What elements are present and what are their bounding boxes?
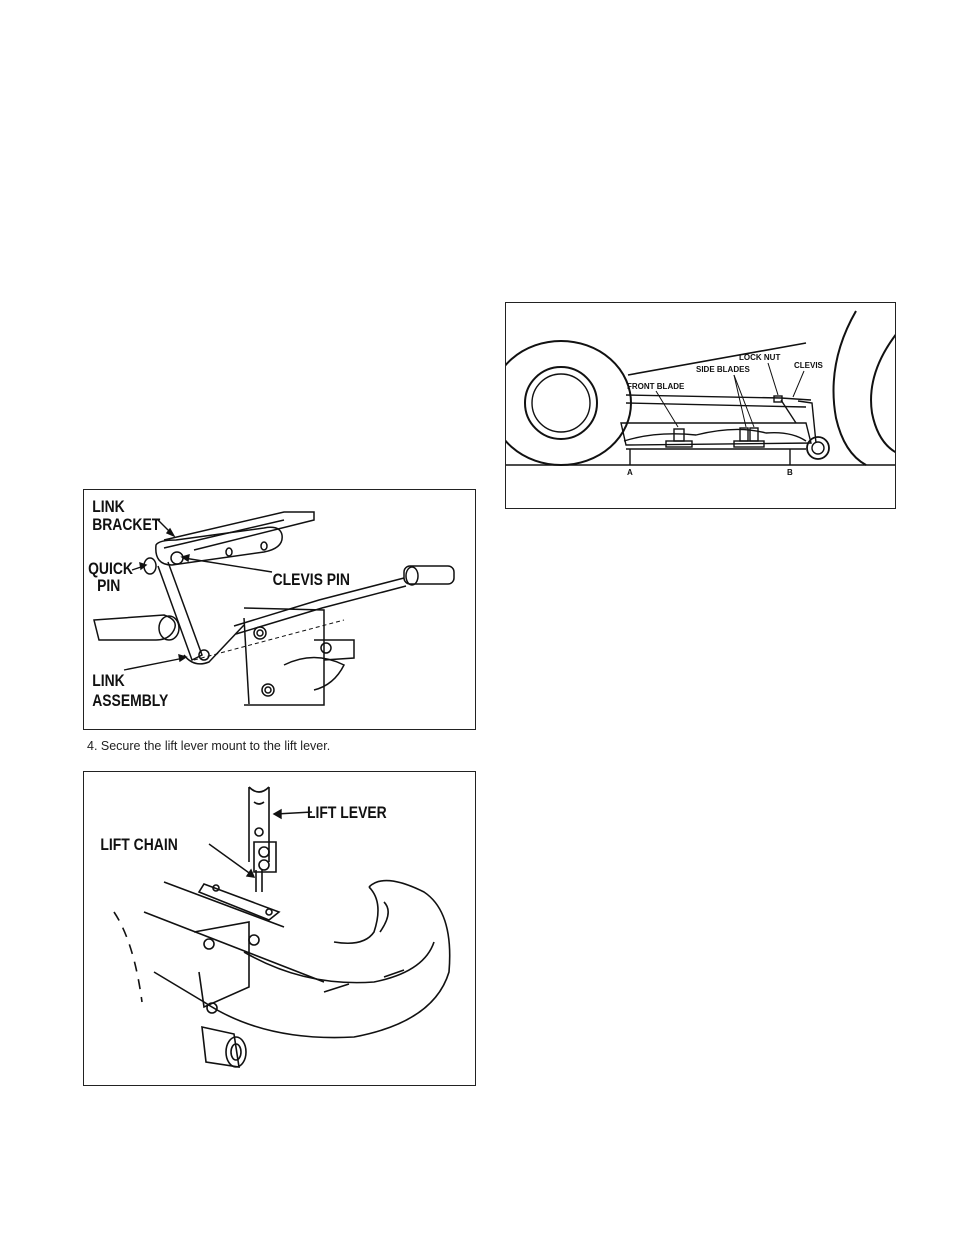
link-assembly-label-line1: LINK (92, 672, 125, 691)
deck-side-view-drawing: LOCK NUT CLEVIS SIDE BLADES FRONT BLADE … (506, 303, 896, 509)
link-bracket-figure: LINK BRACKET QUICK PIN CLEVIS PIN LINK A… (83, 489, 476, 730)
bracket-label: BRACKET (92, 516, 161, 535)
clevis-label: CLEVIS (794, 361, 824, 370)
front-blade-label: FRONT BLADE (627, 382, 685, 391)
link-assembly-label-line2: ASSEMBLY (92, 692, 169, 711)
lift-lever-label: LIFT LEVER (307, 804, 387, 823)
mower-deck-illustration (621, 395, 829, 465)
rear-tire-illustration (834, 311, 897, 465)
lift-chain-label: LIFT CHAIN (100, 836, 177, 855)
side-blades-label: SIDE BLADES (696, 365, 750, 374)
deck-side-view-figure: LOCK NUT CLEVIS SIDE BLADES FRONT BLADE … (505, 302, 896, 509)
pin-label: PIN (97, 577, 120, 596)
step-caption: 4. Secure the lift lever mount to the li… (87, 739, 330, 753)
link-label: LINK (92, 498, 125, 517)
leader-arrows (209, 810, 312, 877)
lift-mechanism-illustration (114, 787, 450, 1067)
link-bracket-illustration (94, 512, 454, 705)
lift-lever-figure: LIFT LEVER LIFT CHAIN (83, 771, 476, 1086)
lock-nut-label: LOCK NUT (739, 353, 780, 362)
link-bracket-drawing: LINK BRACKET QUICK PIN CLEVIS PIN LINK A… (84, 490, 476, 730)
leader-arrows (124, 519, 272, 670)
quick-label: QUICK (88, 560, 134, 579)
point-a-label: A (627, 468, 633, 477)
front-tire-illustration (506, 341, 631, 465)
clevis-pin-label: CLEVIS PIN (273, 571, 350, 590)
point-b-label: B (787, 468, 793, 477)
lift-lever-drawing: LIFT LEVER LIFT CHAIN (84, 772, 476, 1086)
